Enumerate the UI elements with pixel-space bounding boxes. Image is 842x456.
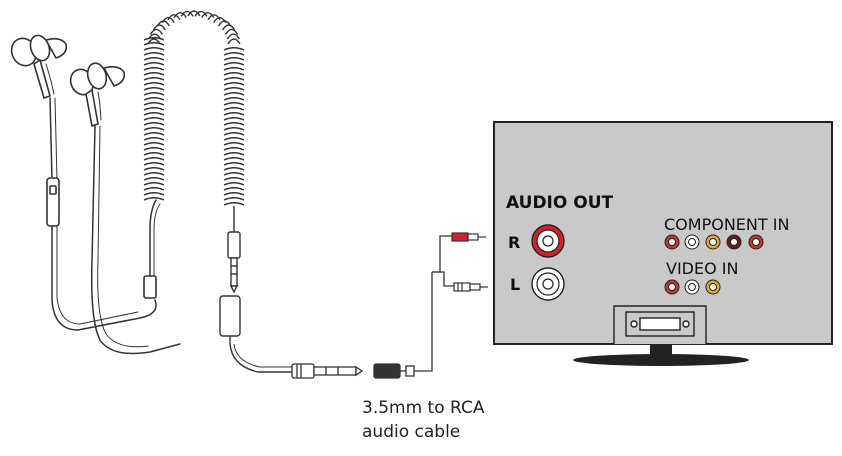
rca-adapter-cable [291, 235, 454, 379]
video-jack[interactable] [705, 279, 721, 295]
tv: AUDIO OUT R L COMPONENT IN VIDEO IN [493, 121, 833, 366]
audio-out-jack-l[interactable] [531, 267, 565, 301]
component-jack[interactable] [748, 234, 764, 250]
cable-splitter [143, 275, 157, 299]
tv-mount-bracket [613, 305, 707, 344]
video-in-label: VIDEO IN [666, 259, 738, 278]
video-jack[interactable] [684, 279, 700, 295]
video-jack[interactable] [664, 279, 680, 295]
coiled-cable [143, 10, 245, 206]
rca-plug-white [453, 282, 488, 292]
component-jack[interactable] [664, 234, 680, 250]
audio-out-label: AUDIO OUT [506, 193, 614, 213]
cable-caption-line1: 3.5mm to RCA [362, 398, 485, 418]
left-earbud [10, 34, 68, 99]
rca-plug-red [451, 232, 486, 242]
video-in-jacks [664, 279, 721, 295]
component-jack[interactable] [726, 234, 742, 250]
tv-stand-base [573, 354, 749, 366]
left-channel-label: L [510, 275, 520, 294]
right-earbud [69, 62, 126, 127]
cable-caption-line2: audio cable [362, 422, 461, 442]
headphone-jack-plug [227, 206, 241, 294]
component-jack[interactable] [705, 234, 721, 250]
component-in-label: COMPONENT IN [664, 215, 789, 234]
right-channel-label: R [508, 233, 520, 252]
component-jack[interactable] [684, 234, 700, 250]
adapter-socket [219, 295, 292, 373]
audio-out-jack-r[interactable] [531, 224, 565, 258]
tv-stand-neck [650, 344, 672, 356]
cable-caption: 3.5mm to RCA audio cable [362, 396, 485, 444]
earphones [10, 34, 181, 355]
component-in-jacks [664, 234, 764, 250]
